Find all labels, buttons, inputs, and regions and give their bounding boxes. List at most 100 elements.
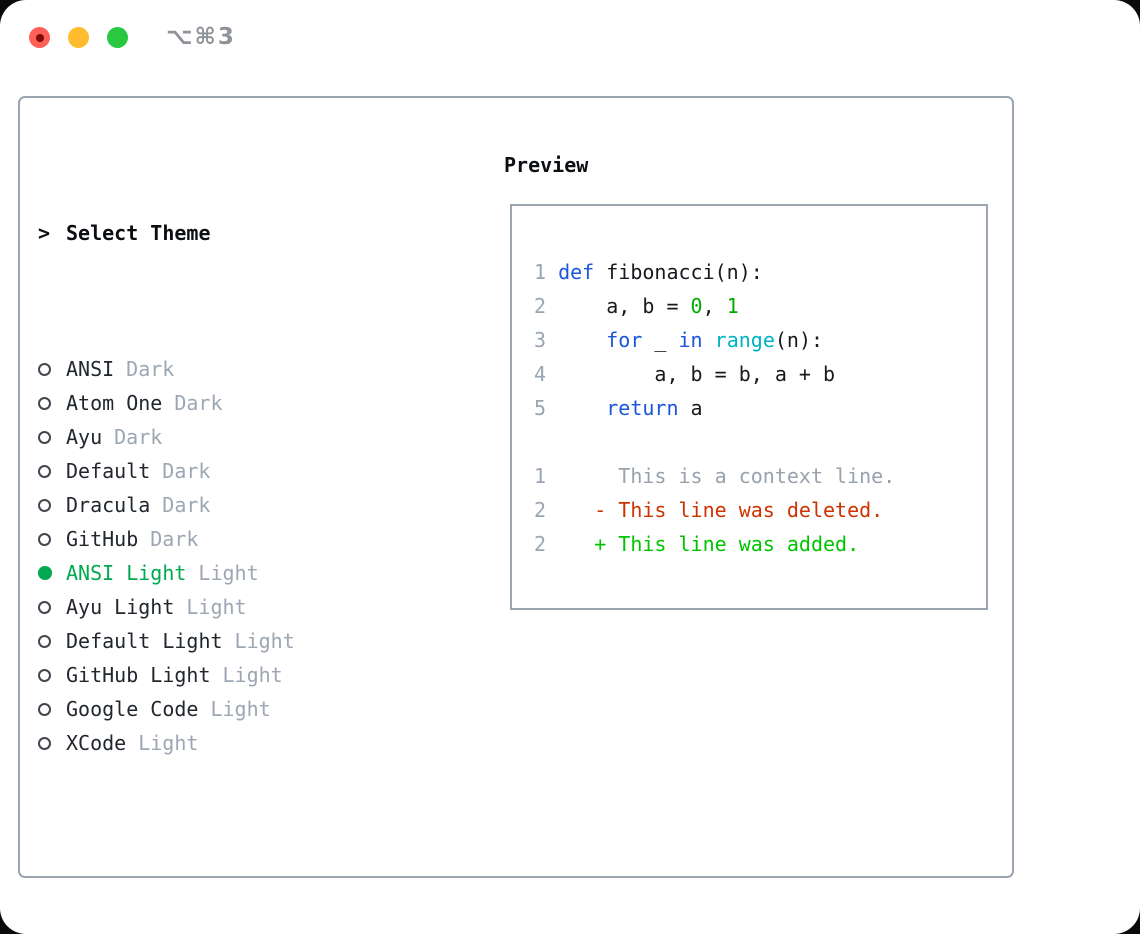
- preview-code-line: 3 for _ in range(n):: [534, 323, 895, 357]
- theme-variant-tag: Light: [222, 663, 283, 687]
- radio-dot-icon: [38, 532, 51, 546]
- code-token: [703, 328, 715, 352]
- radio-dot-icon: [38, 736, 51, 750]
- preview-code-line: [534, 425, 895, 459]
- theme-option-github-light[interactable]: GitHub Light Light: [38, 658, 375, 692]
- code-token: a: [678, 396, 703, 420]
- radio-icon: [38, 634, 66, 648]
- code-token: 3: [534, 328, 547, 352]
- code-token: [546, 396, 606, 420]
- code-token: 2: [534, 498, 547, 522]
- code-token: fibonacci(n):: [594, 260, 763, 284]
- code-token: 2: [534, 532, 547, 556]
- radio-dot-icon: [38, 430, 51, 444]
- code-token: + This line was added.: [546, 532, 860, 556]
- theme-variant-tag: Light: [234, 629, 295, 653]
- radio-icon: [38, 668, 66, 682]
- code-token: 0: [690, 294, 703, 318]
- theme-variant-tag: Dark: [174, 391, 223, 415]
- theme-variant-tag: Dark: [150, 527, 199, 551]
- theme-name: Dracula: [66, 493, 151, 517]
- code-token: ,: [702, 294, 727, 318]
- theme-option-default-light[interactable]: Default Light Light: [38, 624, 375, 658]
- minimize-button[interactable]: [68, 27, 89, 48]
- code-token: [546, 260, 558, 284]
- code-token: 1: [726, 294, 739, 318]
- select-theme-title: Select Theme: [66, 221, 211, 245]
- theme-name: Ayu: [66, 425, 103, 449]
- preview-code-line: 2 - This line was deleted.: [534, 493, 895, 527]
- radio-icon: [38, 362, 66, 376]
- theme-name: ANSI Light: [66, 561, 187, 585]
- theme-option-google-code[interactable]: Google Code Light: [38, 692, 375, 726]
- radio-dot-icon: [38, 600, 51, 614]
- theme-variant-tag: Dark: [162, 493, 211, 517]
- preview-code-line: 2 a, b = 0, 1: [534, 289, 895, 323]
- code-token: [546, 328, 606, 352]
- theme-name: Default Light: [66, 629, 223, 653]
- theme-name: Atom One: [66, 391, 163, 415]
- theme-option-github[interactable]: GitHub Dark: [38, 522, 375, 556]
- radio-icon: [38, 498, 66, 512]
- spacer: [38, 862, 375, 896]
- theme-name: ANSI: [66, 357, 115, 381]
- code-token: _: [642, 328, 679, 352]
- theme-name: XCode: [66, 731, 127, 755]
- code-token: 1: [534, 464, 547, 488]
- code-token: 2: [534, 294, 547, 318]
- close-button-dot-icon: [35, 33, 44, 42]
- radio-dot-icon: [38, 464, 51, 478]
- code-token: This is a context line.: [546, 464, 896, 488]
- code-token: range: [714, 328, 775, 352]
- close-button[interactable]: [29, 27, 50, 48]
- radio-icon: [38, 736, 66, 750]
- theme-option-dracula[interactable]: Dracula Dark: [38, 488, 375, 522]
- theme-option-ansi-light[interactable]: ANSI Light Light: [38, 556, 375, 590]
- theme-variant-tag: Dark: [114, 425, 163, 449]
- preview-title: Preview: [504, 153, 589, 177]
- theme-name: Ayu Light: [66, 595, 175, 619]
- radio-dot-icon: [38, 566, 52, 580]
- zoom-button[interactable]: [107, 27, 128, 48]
- radio-icon: [38, 430, 66, 444]
- code-token: - This line was deleted.: [546, 498, 884, 522]
- preview-code-line: 1 def fibonacci(n):: [534, 255, 895, 289]
- preview-code-line: 2 + This line was added.: [534, 527, 895, 561]
- window-shortcut-label: ⌥⌘3: [166, 24, 236, 50]
- theme-option-xcode[interactable]: XCode Light: [38, 726, 375, 760]
- code-token: 5: [534, 396, 547, 420]
- radio-selected-icon: [38, 566, 66, 580]
- titlebar: ⌥⌘3: [0, 0, 1140, 74]
- theme-name: GitHub Light: [66, 663, 211, 687]
- radio-icon: [38, 702, 66, 716]
- theme-variant-tag: Light: [138, 731, 199, 755]
- preview-code-line: 1 This is a context line.: [534, 459, 895, 493]
- theme-name: GitHub: [66, 527, 139, 551]
- preview-code-line: 5 return a: [534, 391, 895, 425]
- theme-name: Default: [66, 459, 151, 483]
- theme-name: Google Code: [66, 697, 199, 721]
- code-token: in: [678, 328, 703, 352]
- radio-dot-icon: [38, 702, 51, 716]
- code-token: 4: [534, 362, 547, 386]
- radio-icon: [38, 600, 66, 614]
- theme-option-ayu[interactable]: Ayu Dark: [38, 420, 375, 454]
- radio-dot-icon: [38, 498, 51, 512]
- theme-variant-tag: Light: [210, 697, 271, 721]
- code-token: a, b =: [546, 294, 691, 318]
- theme-variant-tag: Light: [198, 561, 259, 585]
- code-token: (n):: [774, 328, 824, 352]
- code-token: a, b = b, a + b: [546, 362, 836, 386]
- radio-icon: [38, 464, 66, 478]
- radio-dot-icon: [38, 634, 51, 648]
- code-token: return: [606, 396, 679, 420]
- theme-option-atom-one[interactable]: Atom One Dark: [38, 386, 375, 420]
